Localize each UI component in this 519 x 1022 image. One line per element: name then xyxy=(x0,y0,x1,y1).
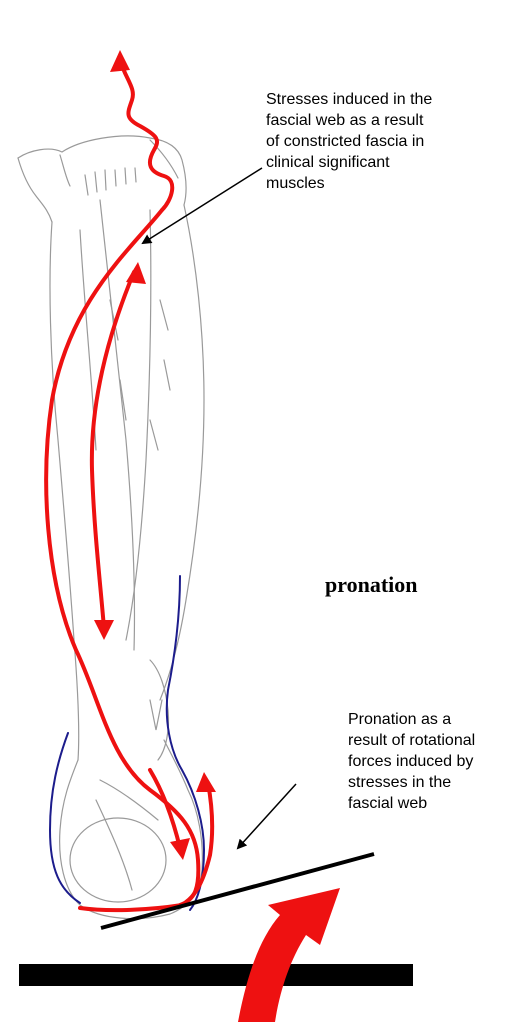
arrowhead-ankle-up xyxy=(196,772,216,792)
arrowhead-inner-down xyxy=(94,620,114,640)
annotation-line: result of rotational xyxy=(348,730,475,751)
arrowhead-ankle-down xyxy=(170,838,190,860)
annotation-line: fascial web as a result xyxy=(266,110,432,131)
term-pronation: pronation xyxy=(325,572,418,598)
annotation-fascial-stress: Stresses induced in the fascial web as a… xyxy=(266,89,432,194)
arrowhead-inner-up xyxy=(126,262,146,284)
annotation-line: clinical significant xyxy=(266,152,432,173)
annotation-line: of constricted fascia in xyxy=(266,131,432,152)
arrow-icon-bottom xyxy=(238,784,296,848)
arrow-icon-top xyxy=(143,168,262,243)
arrowhead-up xyxy=(110,50,130,72)
leg-sketch xyxy=(18,136,204,919)
annotation-line: stresses in the xyxy=(348,772,475,793)
annotation-line: Pronation as a xyxy=(348,709,475,730)
ground-bar xyxy=(19,964,413,986)
annotation-line: muscles xyxy=(266,173,432,194)
annotation-line: forces induced by xyxy=(348,751,475,772)
annotation-line: Stresses induced in the xyxy=(266,89,432,110)
annotation-line: fascial web xyxy=(348,793,475,814)
annotation-pronation: Pronation as a result of rotational forc… xyxy=(348,709,475,814)
curved-arrow-icon xyxy=(238,888,340,1022)
